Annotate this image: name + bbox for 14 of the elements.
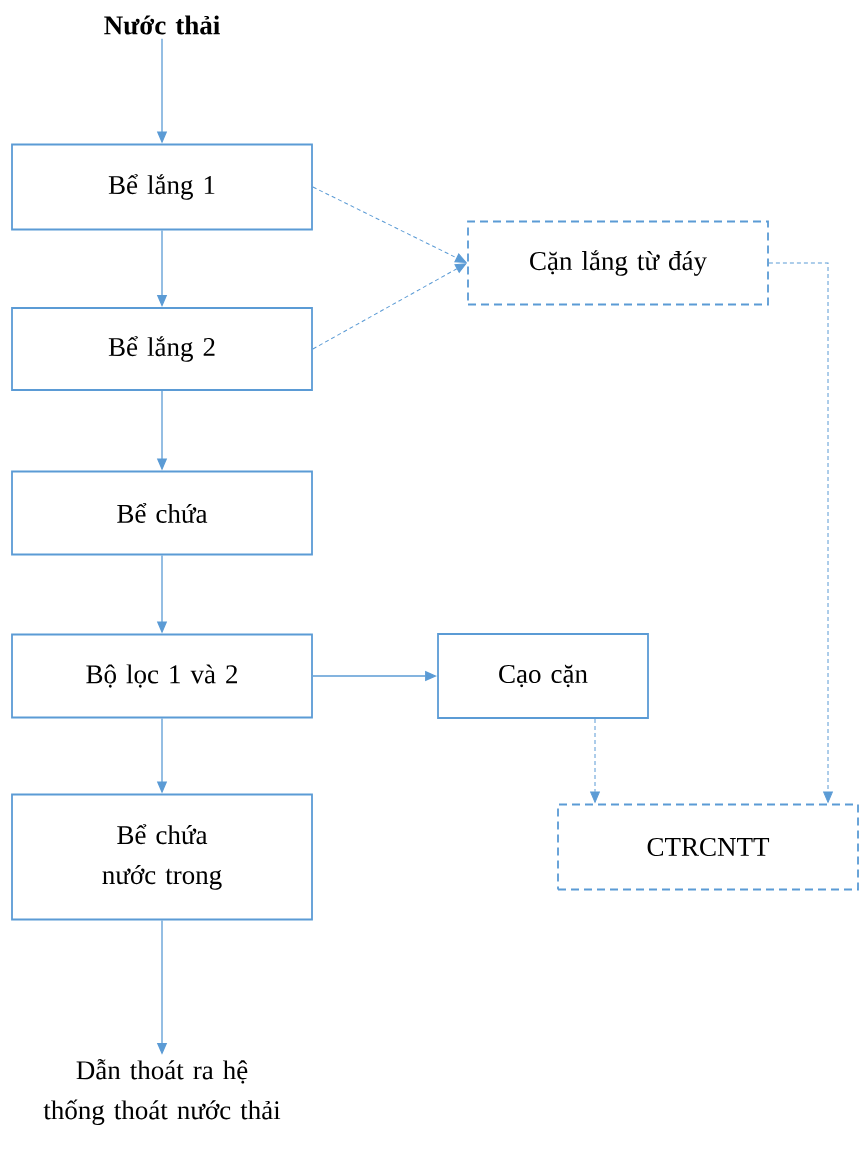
process-box: CTRCNTT — [557, 803, 859, 891]
process-box: Bể lắng 1 — [11, 143, 313, 231]
process-box: Cạo cặn — [437, 633, 649, 719]
arrow — [768, 262, 833, 803]
output-text: Dẫn thoát ra hệ thống thoát nước thải — [43, 1059, 281, 1125]
process-box: Bể lắng 2 — [11, 307, 313, 391]
process-box: Bể chứa — [11, 470, 313, 556]
process-box: Bể chứa nước trong — [11, 793, 313, 921]
arrow — [312, 186, 467, 263]
arrow — [312, 263, 467, 350]
process-box: Bộ lọc 1 và 2 — [11, 633, 313, 719]
process-box: Cặn lắng từ đáy — [467, 220, 769, 306]
arrow — [590, 718, 600, 803]
input-text: Nước thải — [104, 15, 220, 35]
